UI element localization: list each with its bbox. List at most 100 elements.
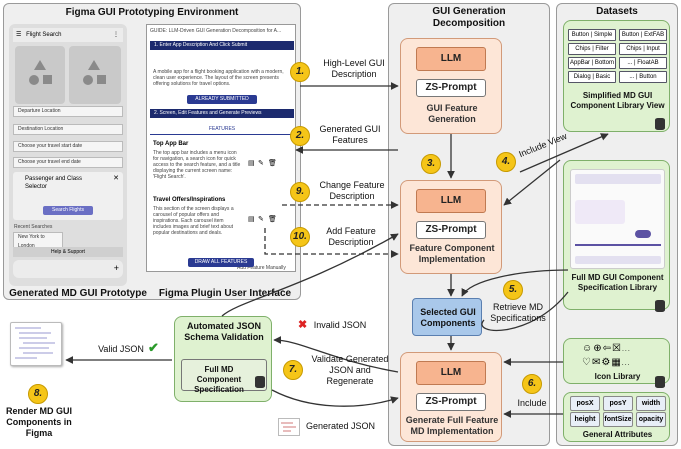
full-impl-box: LLM ZS-Prompt Generate Full Feature MD I… [400,352,502,442]
figma-env-title: Figma GUI Prototyping Environment [65,7,239,18]
attribute-chip: width [636,396,666,411]
grid-icon: ▦ [611,357,622,368]
step-7-badge: 7. [283,360,303,380]
close-icon: ☒ [612,343,622,354]
delete-icon[interactable]: 🗑 [268,160,277,167]
departure-field[interactable]: Departure Location [13,106,123,117]
full-spec-box: Full MD Component Specification [181,359,267,394]
help-support-bar[interactable]: Help & Support [13,247,123,257]
invalid-json-label: Invalid JSON [313,320,367,330]
validation-box: Automated JSON Schema Validation Full MD… [174,316,272,402]
feature-1-desc: The top app bar includes a menu icon for… [153,150,241,180]
travel-start-field[interactable]: Choose your travel start date [13,141,123,152]
phone-mockup: ☰ Flight Search ⋮ Departure Location Des… [9,24,127,286]
plugin-ui-title: Figma Plugin User Interface [158,288,292,299]
step-6-badge: 6. [522,374,542,394]
step-1-label: High-Level GUI Description [323,58,385,79]
phone-title: Flight Search [26,32,62,38]
component-chip: Dialog | Basic [568,71,616,83]
already-submitted-button[interactable]: ALREADY SUBMITTED [187,95,257,104]
already-submitted-label: ALREADY SUBMITTED [195,96,249,102]
add-icon[interactable]: + [113,263,119,273]
bottom-search-bar[interactable]: + [13,260,123,278]
step-1-badge: 1. [290,62,310,82]
account-icon: ☺ [582,343,594,354]
step-8-label: Render MD GUI Components in Figma [5,406,72,438]
thumb-dialog [575,200,625,224]
step-5-badge: 5. [503,280,523,300]
arrow-5 [461,269,569,297]
plugin-description[interactable]: A mobile app for a flight booking applic… [153,69,284,87]
llm-box: LLM [416,189,486,213]
decomp-title: GUI Generation Decomposition [388,6,550,30]
thumb-nav [575,256,661,264]
full-lib-label: Full MD GUI Component Specification Libr… [571,273,664,292]
draw-all-features-button[interactable]: DRAW ALL FEATURES [188,258,254,267]
icon-grid: ☺⊕⇦☒... ♡✉⚙▦... [582,342,652,370]
step-3-badge: 3. [421,154,441,174]
step-9-label: Change Feature Description [319,180,385,201]
database-icon [655,376,665,388]
delete-icon[interactable]: 🗑 [268,216,277,223]
database-icon [255,376,265,388]
class-selector-title: Passenger and Class Selector [25,176,83,190]
mail-icon: ✉ [591,357,602,368]
prompt-box: ZS-Prompt [416,79,486,97]
menu-icon[interactable]: ☰ [16,32,22,38]
icon-lib-box: ☺⊕⇦☒... ♡✉⚙▦... Icon Library [563,338,670,384]
search-flights-button[interactable]: Search Flights [43,206,93,215]
search-button-label: Search Flights [52,207,84,213]
prompt-box: ZS-Prompt [416,393,486,411]
step-2-label: Generated GUI Features [319,124,381,145]
phone-appbar: ☰ Flight Search ⋮ [13,28,123,42]
rendered-json-thumbnail [10,322,62,366]
travel-end-field[interactable]: Choose your travel end date [13,157,123,168]
component-chip: AppBar | Bottom [568,57,616,69]
full-spec-label: Full MD Component Specification [194,365,244,394]
back-icon: ⇦ [602,343,612,354]
feature-gen-box: LLM ZS-Prompt GUI Feature Generation [400,38,502,134]
generated-json-thumbnail [278,418,300,436]
image-placeholder-large [15,46,65,104]
thumb-slider [575,244,661,246]
step-10-label: Add Feature Description [326,226,376,247]
attribute-chip: fontSize [603,412,633,427]
help-support-label: Help & Support [51,249,85,255]
draw-all-features-label: DRAW ALL FEATURES [194,259,248,265]
step-7-label: Validate Generated JSON and Regenerate [311,354,389,386]
more-icon[interactable]: ⋮ [113,32,119,38]
step-2-badge: 2. [290,126,310,146]
thumb-chip-row [575,174,661,184]
step-5-label: Retrieve MD Specifications [490,302,546,323]
arrow-10 [264,228,399,258]
code-lines-icon [281,422,296,432]
selected-components-box: Selected GUI Components [412,298,482,336]
class-selector-card: Passenger and Class Selector ✕ Search Fl… [13,172,123,220]
image-placeholder-small [69,46,121,104]
preview-icon[interactable]: ▤ [248,160,255,167]
selected-components-label: Selected GUI Components [420,307,476,328]
icon-lib-label: Icon Library [594,372,641,381]
preview-icon[interactable]: ▤ [248,216,255,223]
features-tab[interactable]: FEATURES [150,125,294,135]
add-feature-manually-link[interactable]: Add Feature Manually [237,265,286,271]
feature-2-title: Travel Offers/Inspirations [153,197,226,203]
thumb-toggle [635,230,651,238]
arrow-5b [481,291,569,332]
feature-gen-label: GUI Feature Generation [426,103,478,124]
feature-card-2: Travel Offers/Inspirations This section … [153,197,291,245]
destination-field[interactable]: Destination Location [13,124,123,135]
component-chip: Chips | Filter [568,43,616,55]
plugin-section-2: 2. Screen, Edit Features and Generate Pr… [150,109,294,118]
simplified-lib-label: Simplified MD GUI Component Library View [570,91,665,110]
edit-icon[interactable]: ✎ [258,160,264,167]
close-icon[interactable]: ✕ [113,175,119,182]
full-lib-box: Full MD GUI Component Specification Libr… [563,160,670,310]
llm-box: LLM [416,47,486,71]
valid-check-icon: ✔ [148,340,159,355]
download-icon: ⊕ [593,343,603,354]
edit-icon[interactable]: ✎ [258,216,264,223]
